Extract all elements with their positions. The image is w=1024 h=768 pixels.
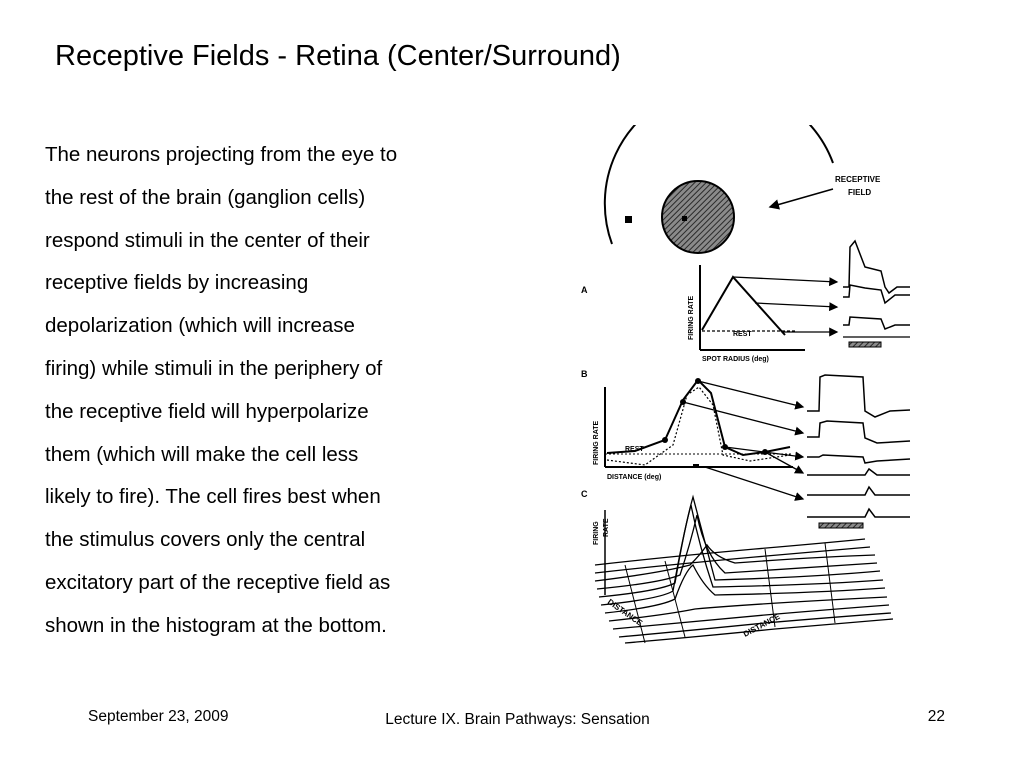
axis-label-rate: RATE	[603, 518, 610, 537]
body-line: excitatory part of the receptive field a…	[45, 570, 391, 594]
body-line: firing) while stimuli in the periphery o…	[45, 356, 383, 380]
slide-number: 22	[927, 708, 945, 725]
body-line: likely to fire). The cell fires best whe…	[45, 485, 381, 509]
body-line: shown in the histogram at the bottom.	[45, 613, 387, 637]
response-trace	[807, 374, 911, 418]
panel-label-c: C	[581, 489, 588, 499]
response-trace	[807, 420, 911, 444]
panel-b: B FIRING RATE DISTANCE (deg) REST	[581, 369, 911, 529]
axis-label-firing-rate: FIRING RATE	[688, 295, 695, 340]
response-trace	[843, 284, 910, 305]
axis-label-firing: FIRING	[593, 521, 600, 545]
surround-ring	[603, 125, 834, 245]
footer-date: September 23, 2009	[88, 708, 229, 725]
body-line: the stimulus covers only the central	[45, 528, 366, 552]
body-line: receptive fields by increasing	[45, 271, 309, 295]
response-trace	[843, 316, 910, 330]
receptive-field-figure: RECEPTIVE FIELD A FIRING RATE SPOT RADIU…	[565, 125, 930, 650]
receptive-field-diagram: RECEPTIVE FIELD	[603, 125, 881, 254]
panel-a: A FIRING RATE SPOT RADIUS (deg) REST	[581, 239, 910, 363]
figure-svg: RECEPTIVE FIELD A FIRING RATE SPOT RADIU…	[581, 125, 911, 644]
body-paragraph: The neurons projecting from the eye to t…	[45, 134, 500, 648]
surface-mesh	[594, 494, 894, 644]
response-trace	[807, 467, 910, 476]
body-line: respond stimuli in the center of their	[45, 228, 370, 252]
axis-label-firing-rate: FIRING RATE	[593, 420, 600, 465]
stimulus-bar	[818, 522, 864, 529]
stimulus-bar	[848, 341, 882, 348]
response-trace	[807, 507, 910, 518]
center-spot	[661, 180, 735, 254]
footer-lecture-title: Lecture IX. Brain Pathways: Sensation	[385, 711, 650, 728]
panel-label-a: A	[581, 285, 588, 295]
rest-label: REST	[733, 331, 752, 338]
body-line: the receptive field will hyperpolarize	[45, 399, 369, 423]
panel-label-b: B	[581, 369, 588, 379]
body-line: depolarization (which will increase	[45, 314, 355, 338]
body-line: the rest of the brain (ganglion cells)	[45, 185, 366, 209]
body-line: them (which will make the cell less	[45, 442, 359, 466]
axis-label-spot-radius: SPOT RADIUS (deg)	[702, 356, 769, 363]
slide-title: Receptive Fields - Retina (Center/Surrou…	[55, 40, 621, 72]
stimulus-square	[625, 216, 632, 223]
receptive-field-label: FIELD	[848, 188, 871, 197]
receptive-field-label: RECEPTIVE	[835, 175, 881, 184]
response-trace	[843, 239, 910, 295]
rest-label: REST	[625, 446, 644, 453]
response-trace	[807, 454, 911, 464]
axis-label-distance-deg: DISTANCE (deg)	[607, 474, 661, 481]
body-line: The neurons projecting from the eye to	[45, 143, 398, 166]
surface-cross-lines	[624, 542, 836, 644]
stimulus-square	[682, 216, 687, 221]
response-trace	[807, 485, 910, 496]
panel-c: C FIRING RATE DISTANCE DISTANCE	[581, 489, 894, 644]
